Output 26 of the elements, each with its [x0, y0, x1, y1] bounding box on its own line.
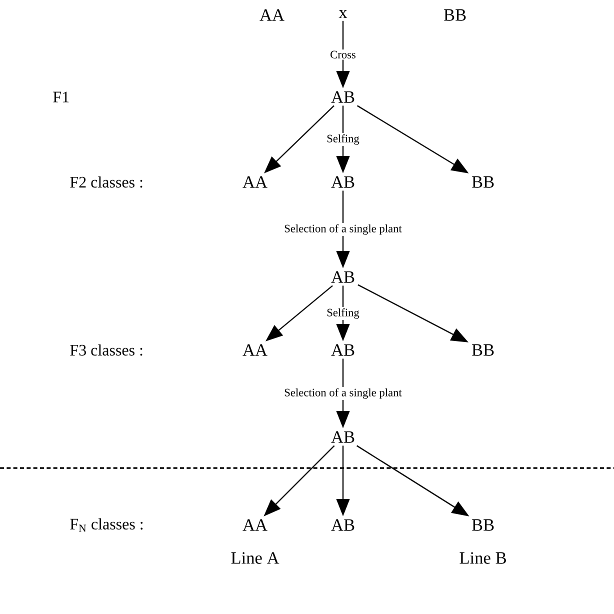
edge-label: Cross	[328, 49, 358, 60]
line-label: Line A	[231, 552, 280, 564]
genotype-label: BB	[472, 519, 494, 531]
genotype-label: AB	[331, 344, 354, 356]
genotype-label: AA	[242, 176, 268, 188]
edge-label: Selfing	[325, 132, 361, 146]
edge-label: Selfing	[325, 306, 361, 320]
edge-label: Selection of a single plant	[282, 386, 404, 400]
generation-label: F1	[53, 92, 69, 102]
generation-label: F$_{N}$ classes :	[70, 518, 143, 532]
genotype-label: x	[338, 10, 348, 18]
genotype-label: AB	[331, 176, 354, 188]
line-label: Line B	[460, 552, 506, 564]
genotype-label: AA	[242, 519, 268, 531]
generation-label: F2 classes :	[70, 176, 142, 188]
genotype-label: AA	[260, 9, 284, 21]
genotype-label: AA	[242, 344, 268, 356]
genotype-label: AB	[331, 91, 354, 103]
genotype-label: BB	[472, 176, 494, 188]
genotype-label: AB	[331, 519, 354, 531]
genotype-label: AB	[331, 431, 354, 443]
edge-label: Selection of a single plant	[282, 222, 404, 236]
genotype-label: AB	[331, 271, 354, 283]
genotype-label: BB	[472, 344, 494, 356]
generation-label: F3 classes :	[70, 344, 142, 356]
genotype-label: BB	[444, 9, 466, 21]
